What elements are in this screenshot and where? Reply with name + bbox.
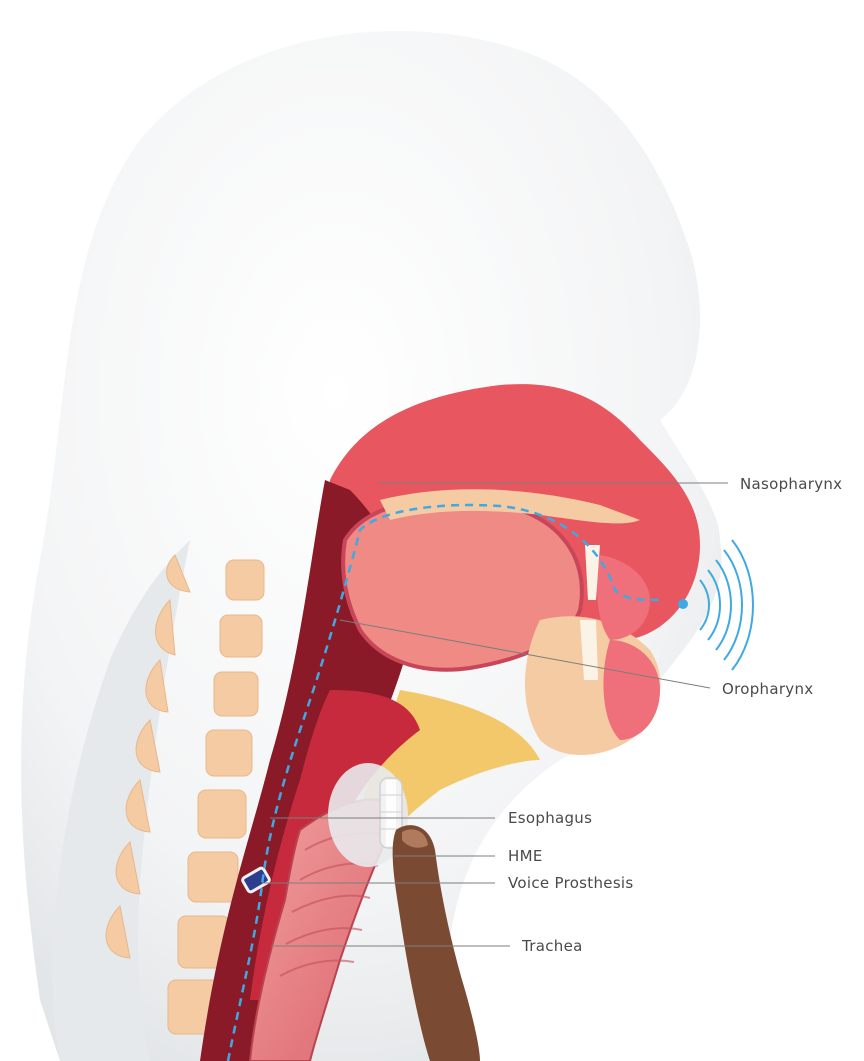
label-hme: HME xyxy=(508,847,543,865)
label-trachea: Trachea xyxy=(521,937,583,955)
label-nasopharynx: Nasopharynx xyxy=(740,475,842,493)
label-voice-prosthesis: Voice Prosthesis xyxy=(508,874,634,892)
label-oropharynx: Oropharynx xyxy=(722,680,813,698)
label-esophagus: Esophagus xyxy=(508,809,592,827)
